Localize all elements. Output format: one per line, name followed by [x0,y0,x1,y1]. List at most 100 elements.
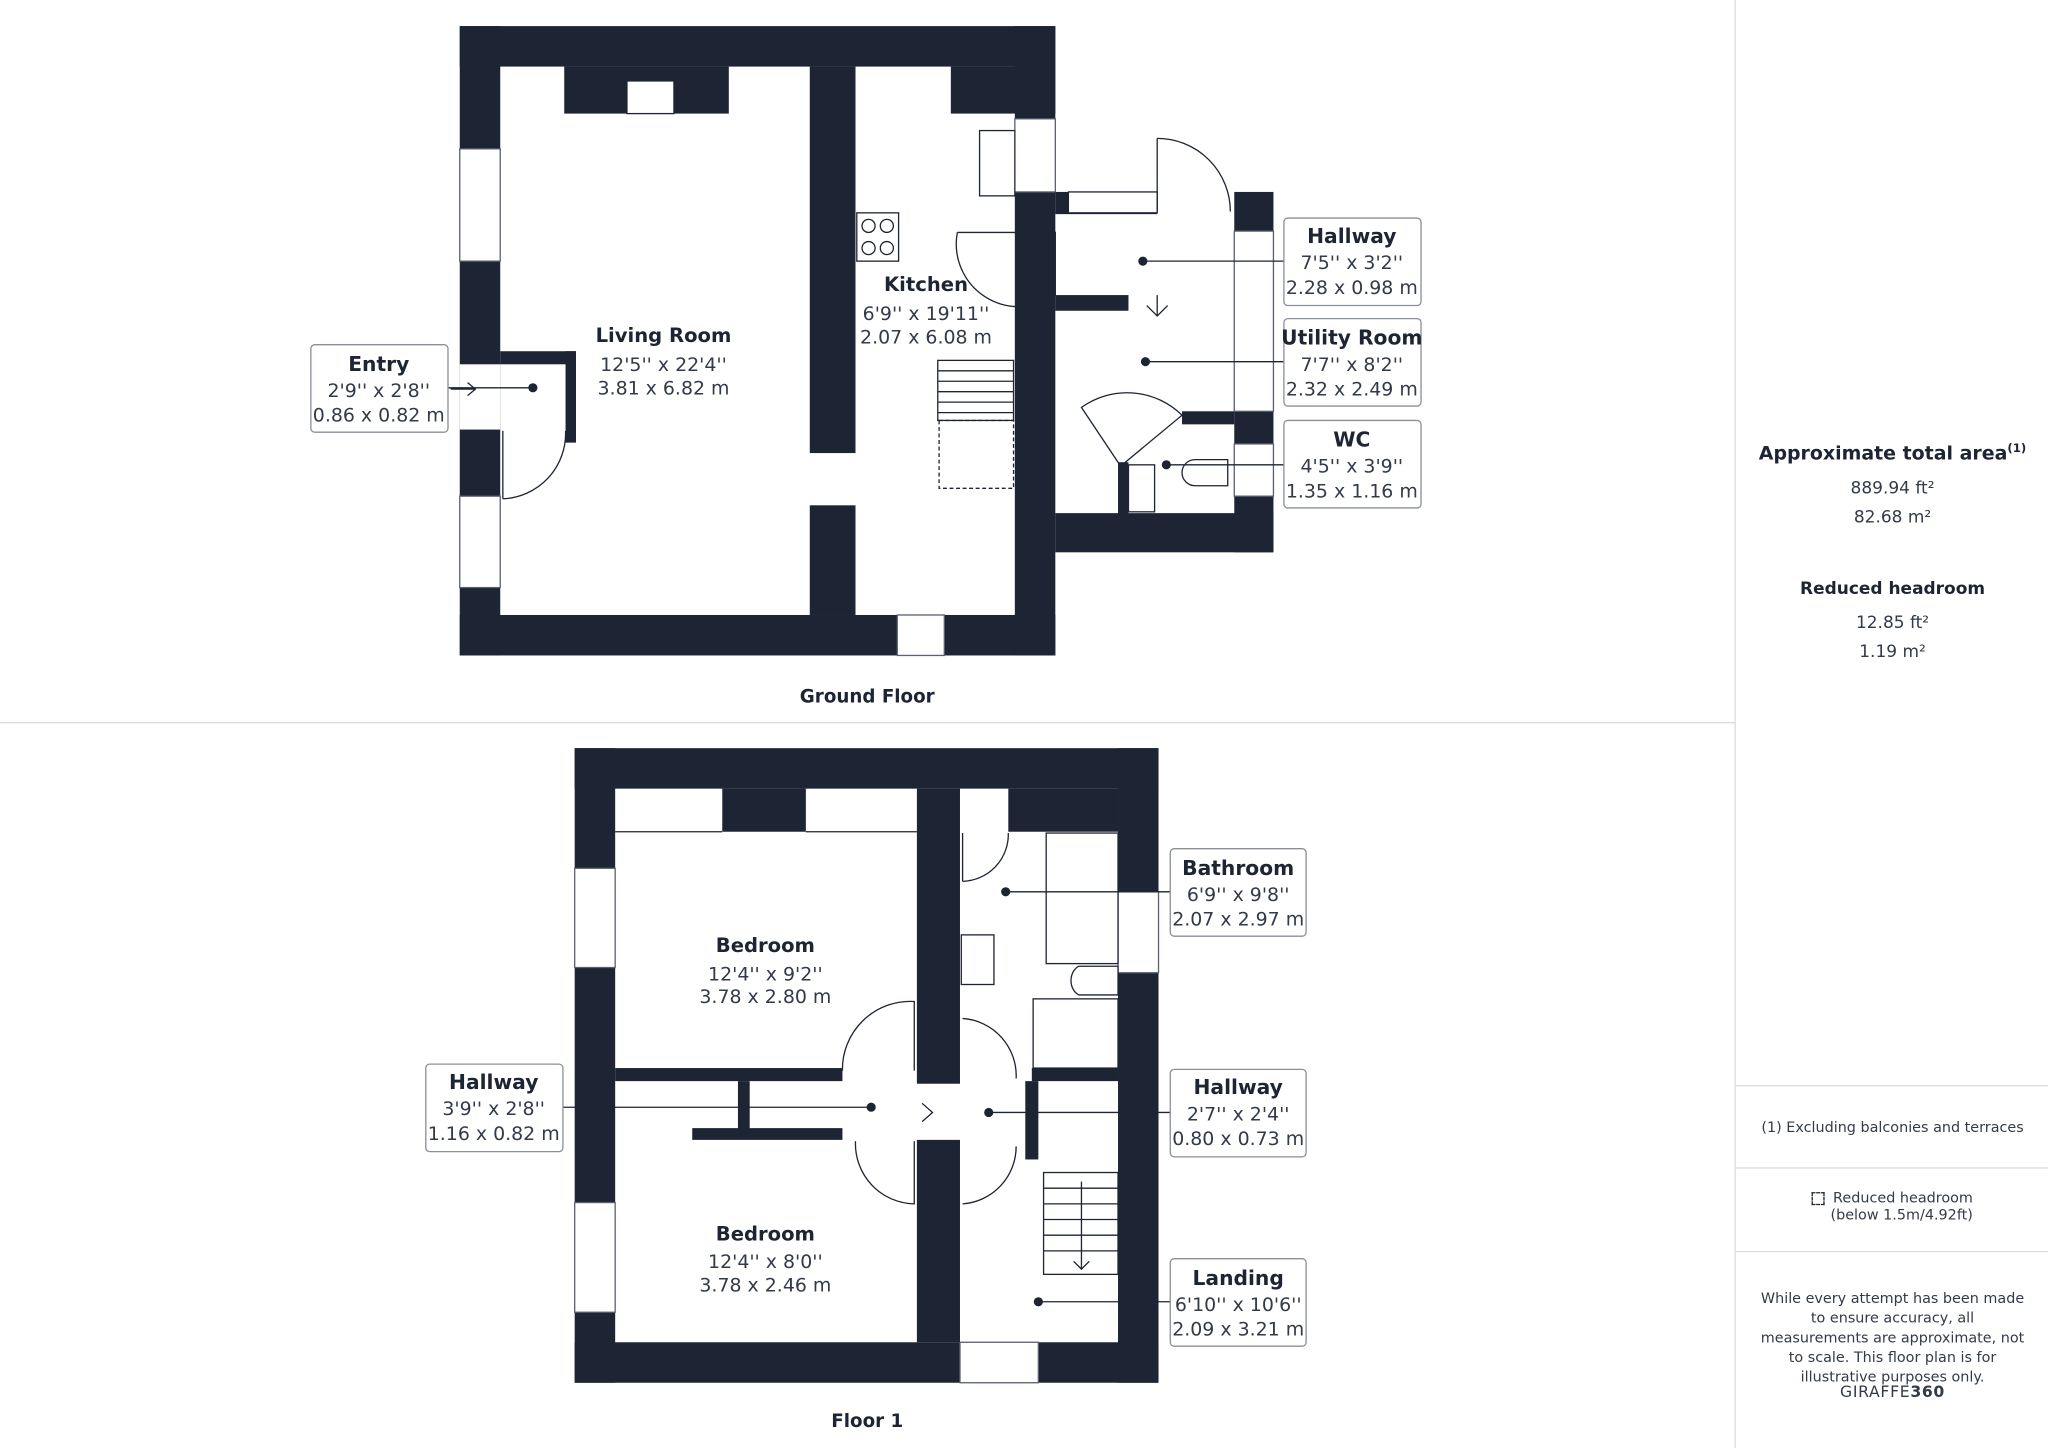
hob-ring [879,218,895,234]
wall [737,1081,750,1130]
svg-text:Bathroom: Bathroom [1182,856,1294,880]
hob-ring [861,240,876,256]
callout-entry: Entry 2'9'' x 2'8'' 0.86 x 0.82 m [310,344,449,433]
callout-hallway-ground: Hallway 7'5'' x 3'2'' 2.28 x 0.98 m [1283,217,1422,307]
room-dim-imperial: 12'4'' x 8'0'' [708,1251,823,1273]
window [896,614,945,657]
wall [1031,1068,1119,1082]
callout-hallway-left: Hallway 3'9'' x 2'8'' 1.16 x 0.82 m [425,1063,564,1153]
svg-text:Hallway: Hallway [449,1070,538,1094]
svg-text:2'9'' x 2'8'': 2'9'' x 2'8'' [327,380,430,402]
room-dim-metric: 3.81 x 6.82 m [598,377,730,399]
window [459,148,501,262]
svg-text:Hallway: Hallway [1307,224,1396,248]
leader-dot [528,383,538,393]
wall [1234,496,1274,553]
footnote-mark: (1) [2007,442,2027,456]
step-arrow [1146,295,1169,317]
floor-caption: Ground Floor [800,686,935,707]
svg-text:3'9'' x 2'8'': 3'9'' x 2'8'' [442,1098,545,1120]
total-area-ft: 889.94 ft² [1850,479,1935,499]
reduced-headroom-ft: 12.85 ft² [1855,613,1930,634]
wall [459,26,1056,67]
room-dim-metric: 2.07 x 6.08 m [860,326,992,348]
wall [1118,462,1129,515]
toilet [1070,965,1119,996]
room-name: Bedroom [716,1222,815,1245]
wall [1234,191,1274,232]
wall [459,614,1056,656]
svg-text:Entry: Entry [348,352,409,376]
leader-dot [1138,256,1148,266]
leader-dot [1001,887,1011,897]
sink [978,129,1016,197]
svg-text:1.35 x 1.16 m: 1.35 x 1.16 m [1286,480,1418,502]
door-swing [955,231,1056,308]
entry-opening [459,364,501,430]
svg-text:0.86 x 0.82 m: 0.86 x 0.82 m [313,405,445,427]
wall [1118,748,1159,1383]
callout-wc: WC 4'5'' x 3'9'' 1.35 x 1.16 m [1283,419,1422,509]
leader-dot [866,1102,876,1112]
ground-floor-plan: Living Room 12'5'' x 22'4'' 3.81 x 6.82 … [310,26,1422,707]
room-dim-imperial: 12'5'' x 22'4'' [600,354,727,376]
door-swing [502,430,567,500]
dashed-square-icon [1812,1192,1826,1206]
svg-text:7'5'' x 3'2'': 7'5'' x 3'2'' [1301,252,1404,274]
door-swing [962,1146,1017,1205]
room-dim-imperial: 12'4'' x 9'2'' [708,964,823,986]
wall [692,1128,843,1140]
wall [1025,1081,1039,1160]
wall [950,66,1056,114]
floor-caption: Floor 1 [831,1411,903,1432]
bathtub [1045,832,1119,965]
window [574,1201,616,1313]
total-area-m: 82.68 m² [1853,507,1932,528]
door-swing [1080,392,1183,468]
wall [916,1139,960,1343]
svg-text:6'9'' x 9'8'': 6'9'' x 9'8'' [1187,884,1290,906]
svg-text:2.32 x 2.49 m: 2.32 x 2.49 m [1286,379,1418,401]
door-swing [854,1141,915,1205]
callout-hallway-right: Hallway 2'7'' x 2'4'' 0.80 x 0.73 m [1169,1068,1307,1158]
door-swing [1157,137,1231,212]
door-swing [962,833,1009,883]
basin [1127,464,1156,513]
room-dim-metric: 3.78 x 2.80 m [699,986,831,1008]
wall [1008,788,1119,832]
callout-landing: Landing 6'10'' x 10'6'' 2.09 x 3.21 m [1169,1258,1307,1347]
reduced-headroom-legend: Reduced headroom (below 1.5m/4.92ft) [1736,1189,2048,1223]
stairs [1042,1171,1119,1276]
basin [960,934,995,986]
wall [574,1342,1159,1383]
fireplace [626,80,675,115]
window [1233,443,1275,497]
footnote: (1) Excluding balconies and terraces [1761,1118,2024,1136]
wall [916,788,960,1084]
stairs [937,359,1015,489]
window [959,1341,1040,1384]
floor-divider [0,722,1735,724]
wall [615,1068,843,1082]
wall [565,351,576,443]
toilet [1181,458,1229,487]
room-name: Living Room [596,324,732,347]
divider [1735,1167,2048,1169]
wall [500,351,576,365]
room-dim-metric: 3.78 x 2.46 m [699,1274,831,1296]
svg-text:Hallway: Hallway [1193,1075,1282,1099]
svg-text:0.80 x 0.73 m: 0.80 x 0.73 m [1172,1128,1304,1150]
window [1117,891,1160,974]
room-name: Kitchen [884,273,968,296]
svg-text:2.07 x 2.97 m: 2.07 x 2.97 m [1172,909,1304,931]
window [574,867,616,969]
hob-ring [861,218,876,234]
svg-text:2.09 x 3.21 m: 2.09 x 3.21 m [1172,1319,1304,1341]
leader-dot [984,1107,994,1118]
wall [809,505,856,615]
wall [1234,411,1274,444]
total-area-title: Approximate total area(1) [1758,442,2027,465]
summary-panel: Approximate total area(1) 889.94 ft² 82.… [1734,0,2048,1448]
leader-dot [1161,460,1171,470]
